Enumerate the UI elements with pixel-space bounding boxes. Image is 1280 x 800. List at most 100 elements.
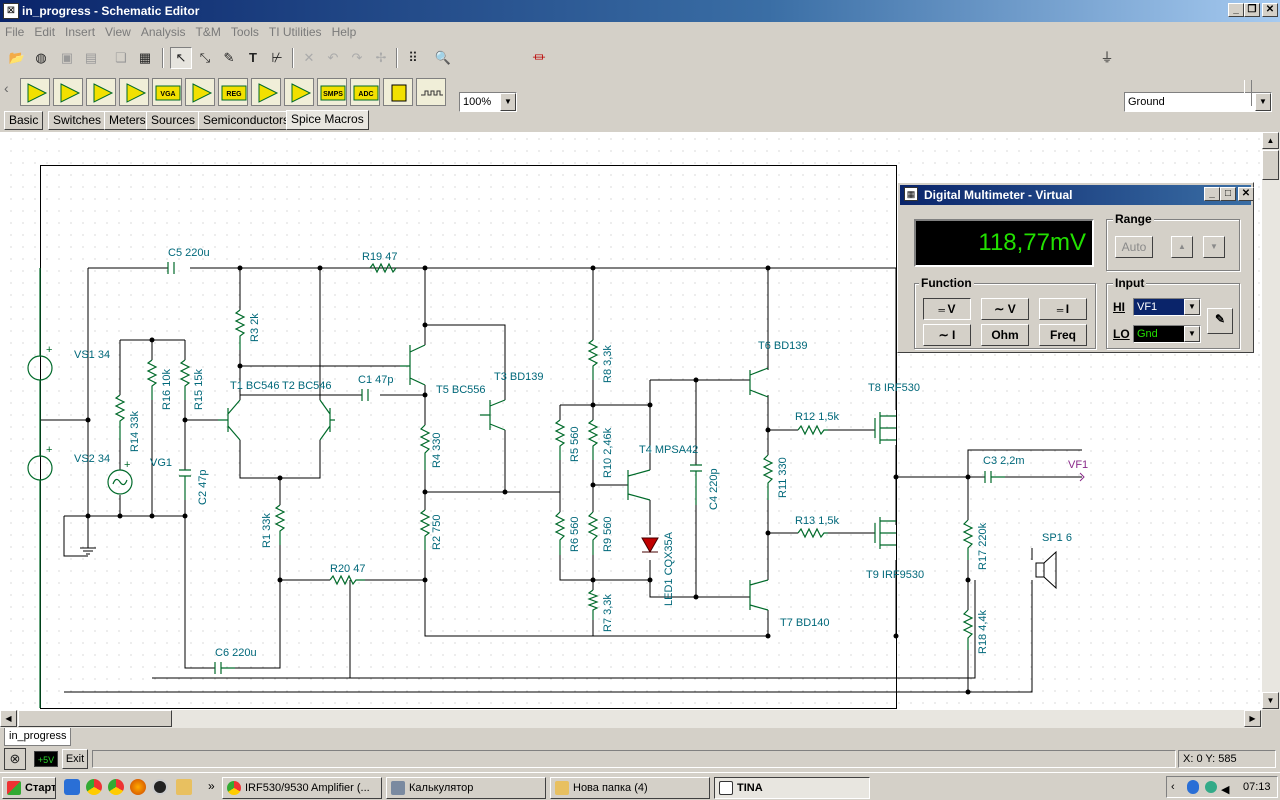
minimize-button[interactable]: _ xyxy=(1228,3,1244,17)
multimeter-titlebar[interactable]: Digital Multimeter - Virtual xyxy=(900,185,1251,205)
save-icon[interactable]: ▣ xyxy=(60,50,74,65)
text-icon[interactable]: T xyxy=(249,50,257,65)
tab-meters[interactable]: Meters xyxy=(104,111,151,130)
opamp-icon[interactable] xyxy=(20,78,50,106)
network-icon[interactable] xyxy=(1205,781,1217,793)
exit-button[interactable]: Exit xyxy=(62,749,88,769)
ohm-button[interactable]: Ohm xyxy=(981,324,1029,346)
horizontal-scrollbar[interactable]: ◀ ▶ xyxy=(0,710,1262,728)
media-player-icon[interactable] xyxy=(152,779,168,795)
range-down-button[interactable]: ▼ xyxy=(1203,236,1225,258)
pin-icon[interactable]: ✢ xyxy=(375,50,387,65)
task-calculator[interactable]: Калькулятор xyxy=(386,777,546,799)
scroll-left-icon[interactable]: ‹ xyxy=(4,80,9,96)
auto-button[interactable]: Auto xyxy=(1115,236,1153,258)
close-button[interactable]: ✕ xyxy=(1262,3,1278,17)
amplifier-icon[interactable] xyxy=(185,78,215,106)
menu-tm[interactable]: T&M xyxy=(195,25,221,39)
tab-switches[interactable]: Switches xyxy=(48,111,107,130)
fully-differential-icon[interactable] xyxy=(284,78,314,106)
pwm-icon[interactable] xyxy=(416,78,446,106)
app-icon[interactable]: ⊠ xyxy=(3,3,19,19)
tab-basic[interactable]: Basic xyxy=(4,111,44,130)
save-folder-icon[interactable]: ▤ xyxy=(84,50,98,65)
more-icon[interactable]: » xyxy=(208,779,215,793)
volume-icon[interactable]: ◀ xyxy=(1221,784,1230,796)
scroll-down-icon[interactable]: ▼ xyxy=(1262,692,1279,709)
menu-file[interactable]: File xyxy=(5,25,25,39)
task-folder[interactable]: Нова папка (4) xyxy=(550,777,710,799)
tab-semiconductors[interactable]: Semiconductors xyxy=(198,111,295,130)
bluetooth-icon[interactable] xyxy=(1187,780,1199,794)
select-arrow-icon[interactable]: ↖ xyxy=(170,47,192,69)
hi-select[interactable]: VF1▼ xyxy=(1133,298,1201,316)
copy-icon[interactable]: ❏ xyxy=(115,50,127,65)
menu-tools[interactable]: Tools xyxy=(230,25,259,39)
ground-select[interactable]: Ground▼ xyxy=(1124,92,1272,112)
resistor-tool-icon[interactable]: ⏛ xyxy=(532,50,546,65)
dmm-minimize-button[interactable]: _ xyxy=(1204,187,1220,201)
wire-icon[interactable]: ⊬ xyxy=(271,50,283,65)
dc-voltage-button[interactable]: ═ V xyxy=(923,298,971,320)
tab-spice-macros[interactable]: Spice Macros xyxy=(286,110,369,130)
instrumentation-amp-icon[interactable] xyxy=(119,78,149,106)
adc-icon[interactable]: ADC xyxy=(350,78,380,106)
lo-select[interactable]: Gnd▼ xyxy=(1133,325,1201,343)
scroll-right-arrow-icon[interactable]: ▶ xyxy=(1244,710,1261,727)
menu-analysis[interactable]: Analysis xyxy=(140,25,186,39)
menu-help[interactable]: Help xyxy=(331,25,357,39)
delete-icon[interactable]: ✕ xyxy=(303,50,315,65)
freq-button[interactable]: Freq xyxy=(1039,324,1087,346)
menu-insert[interactable]: Insert xyxy=(65,25,96,39)
paste-icon[interactable]: ▦ xyxy=(138,50,152,65)
firefox-icon[interactable] xyxy=(130,779,146,795)
zoom-select[interactable]: 100%▼ xyxy=(459,92,517,112)
ac-voltage-button[interactable]: ∼ V xyxy=(981,298,1029,320)
comparator-icon[interactable] xyxy=(53,78,83,106)
dmm-close-button[interactable]: ✕ xyxy=(1238,187,1254,201)
multimeter-window[interactable]: Digital Multimeter - Virtual ▦ _ □ ✕ 118… xyxy=(897,182,1254,353)
menu-view[interactable]: View xyxy=(105,25,131,39)
vertical-scrollbar[interactable]: ▲ ▼ xyxy=(1262,132,1280,710)
task-tina[interactable]: TINA xyxy=(714,777,870,799)
vga-icon[interactable]: VGA xyxy=(152,78,182,106)
redo-icon[interactable]: ↷ xyxy=(351,50,363,65)
undo-icon[interactable]: ↶ xyxy=(327,50,339,65)
probe-button[interactable]: ✎ xyxy=(1207,308,1233,334)
menu-ti-utilities[interactable]: TI Utilities xyxy=(268,25,322,39)
dmm-maximize-button[interactable]: □ xyxy=(1220,187,1236,201)
chrome-icon[interactable] xyxy=(86,779,102,795)
component-icon[interactable]: ⊗ xyxy=(4,748,26,770)
web-icon[interactable]: ◍ xyxy=(35,50,47,65)
task-chrome[interactable]: IRF530/9530 Amplifier (... xyxy=(222,777,382,799)
range-up-button[interactable]: ▲ xyxy=(1171,236,1193,258)
tab-sources[interactable]: Sources xyxy=(146,111,201,130)
buffer-icon[interactable] xyxy=(86,78,116,106)
ac-current-button[interactable]: ∼ I xyxy=(923,324,971,346)
dc-current-button[interactable]: ═ I xyxy=(1039,298,1087,320)
document-tab[interactable]: in_progress xyxy=(4,728,72,746)
regulator-icon[interactable]: REG xyxy=(218,78,248,106)
ic-icon[interactable] xyxy=(383,78,413,106)
pen-icon[interactable]: ✎ xyxy=(223,50,235,65)
horizontal-scroll-thumb[interactable] xyxy=(18,710,172,727)
start-button[interactable]: Старт xyxy=(2,777,56,799)
ground-tool-icon[interactable]: ⏚ xyxy=(1100,50,1114,65)
desktop-icon[interactable] xyxy=(64,779,80,795)
tray-expand-icon[interactable]: ‹ xyxy=(1171,781,1175,793)
chrome-icon[interactable] xyxy=(108,779,124,795)
scroll-left-arrow-icon[interactable]: ◀ xyxy=(0,710,17,727)
smps-icon[interactable]: SMPS xyxy=(317,78,347,106)
menu-edit[interactable]: Edit xyxy=(34,25,56,39)
voltage-source-icon[interactable]: +5V xyxy=(34,751,58,767)
folder-icon[interactable] xyxy=(176,779,192,795)
restore-button[interactable]: ❐ xyxy=(1244,3,1260,17)
opamp2-icon[interactable] xyxy=(251,78,281,106)
zoom-icon[interactable]: 🔍 xyxy=(434,50,452,65)
scroll-up-icon[interactable]: ▲ xyxy=(1262,132,1279,149)
vertical-scroll-thumb[interactable] xyxy=(1262,150,1279,180)
grid-icon[interactable]: ⠿ xyxy=(408,50,418,65)
wire-select-icon[interactable]: ⤡ xyxy=(199,50,211,65)
open-icon[interactable]: 📂 xyxy=(8,50,26,65)
toolbar-grip[interactable] xyxy=(1244,80,1252,106)
